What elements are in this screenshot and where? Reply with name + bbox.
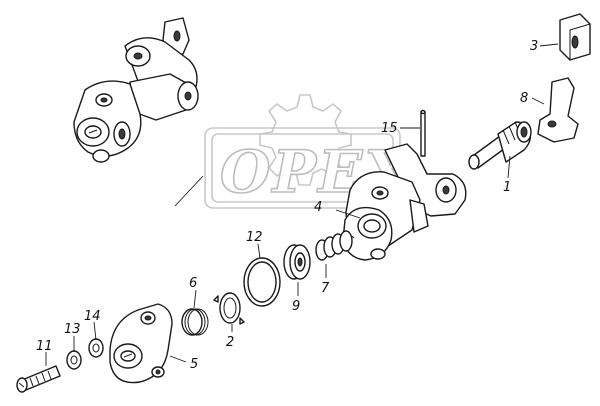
callout-labels: 3 8 1 15 4 12 7 6 9 2 6 5 14 13 11 [36, 39, 538, 372]
callout-4: 4 [314, 200, 322, 215]
callout-7: 8 [520, 91, 528, 106]
callout-15: 15 [381, 121, 398, 136]
callout-6: 6 [189, 276, 197, 291]
callout-12: 12 [246, 230, 263, 245]
callout-3: 3 [530, 39, 538, 54]
part-15-pin [420, 109, 426, 157]
part-3-clip [559, 13, 591, 61]
part-6-coil-ring [181, 308, 209, 336]
callout-5: 5 [190, 357, 198, 372]
part-1-plunger [468, 121, 532, 170]
part-13-lock-washer [66, 350, 82, 370]
callout-13: 13 [64, 322, 81, 337]
callout-11: 11 [36, 339, 53, 354]
main-housing [342, 143, 467, 261]
callout-1: 1 [503, 180, 511, 195]
assembled-unit-top-left [73, 17, 199, 163]
callout-2: 2 [226, 335, 234, 350]
callout-8: 7 [321, 281, 330, 296]
callout-14: 14 [84, 309, 101, 324]
part-11-bolt [16, 365, 61, 393]
part-5-end-housing [109, 303, 173, 384]
part-9-bearing [283, 244, 311, 280]
part-8-spring [315, 230, 355, 261]
part-2-retaining-clip [213, 292, 245, 325]
callout-9: 9 [292, 299, 300, 314]
part-12-o-ring [243, 257, 281, 307]
leader-lines [45, 43, 559, 366]
part-7-lever [537, 77, 579, 143]
part-14-washer [88, 338, 104, 358]
